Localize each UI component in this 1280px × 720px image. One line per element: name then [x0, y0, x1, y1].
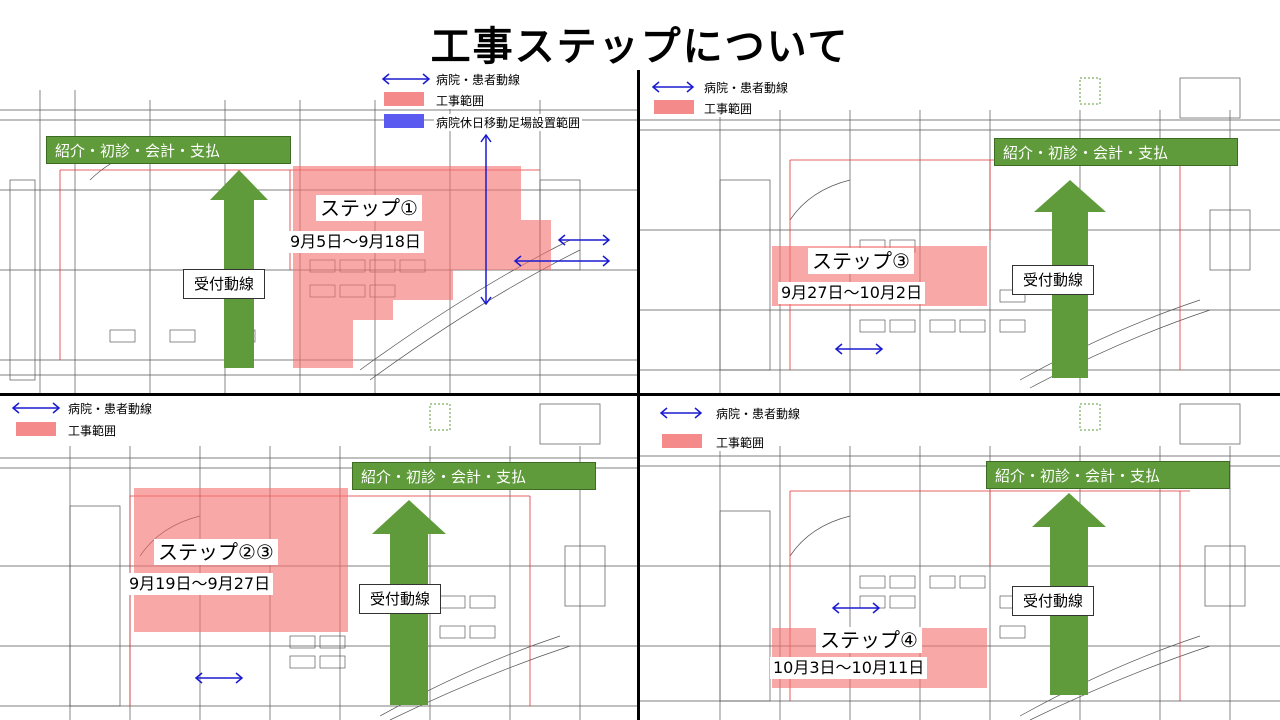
reception-flow-label: 受付動線 [359, 584, 442, 614]
panel-step-3: 病院・患者動線 工事範囲 紹介・初診・会計・支払 ステップ③ 9月27日～10月… [640, 70, 1280, 393]
patient-flow-arrow [557, 234, 611, 246]
step-dates: 9月27日～10月2日 [778, 282, 926, 304]
construction-area [293, 320, 353, 368]
legend-construction-area: 工事範囲 [66, 422, 119, 439]
legend-construction-area: 工事範囲 [434, 92, 487, 109]
panel-step-1: 病院・患者動線 工事範囲 病院休日移動足場設置範囲 紹介・初診・会計・支払 ステ… [0, 70, 637, 393]
step-dates: 9月19日～9月27日 [126, 573, 274, 595]
step-label: ステップ③ [808, 248, 914, 274]
legend-construction-area: 工事範囲 [714, 434, 767, 451]
legend-patient-flow: 病院・患者動線 [66, 400, 155, 417]
reception-flow-label: 受付動線 [183, 269, 266, 299]
legend-construction-swatch [654, 100, 694, 114]
patient-flow-legend-icon [11, 402, 61, 414]
panel-step-4: 病院・患者動線 工事範囲 紹介・初診・会計・支払 ステップ④ 10月3日～10月… [640, 396, 1280, 720]
legend-patient-flow: 病院・患者動線 [434, 71, 523, 88]
info-box-referral-payment: 紹介・初診・会計・支払 [46, 136, 291, 164]
patient-flow-arrow [834, 343, 884, 355]
patient-flow-legend-icon [381, 73, 431, 85]
construction-area [293, 270, 453, 300]
patient-flow-legend-icon [659, 407, 703, 419]
patient-flow-arrow [513, 255, 611, 267]
panel-step-2-3: 病院・患者動線 工事範囲 紹介・初診・会計・支払 ステップ②③ 9月19日～9月… [0, 396, 637, 720]
info-box-referral-payment: 紹介・初診・会計・支払 [994, 138, 1238, 166]
patient-flow-arrow [831, 602, 881, 614]
reception-flow-label: 受付動線 [1012, 586, 1095, 616]
page-title: 工事ステップについて [430, 24, 850, 70]
legend-construction-swatch [384, 92, 424, 106]
floor-plan-drawing [640, 77, 1280, 393]
step-dates: 10月3日～10月11日 [770, 657, 928, 679]
step-label: ステップ④ [816, 627, 922, 653]
step-label: ステップ②③ [154, 539, 278, 565]
step-dates: 9月5日～9月18日 [287, 231, 424, 253]
legend-construction-swatch [662, 434, 702, 448]
patient-flow-legend-icon [651, 81, 695, 93]
legend-scaffold-area: 病院休日移動足場設置範囲 [434, 114, 583, 131]
info-box-referral-payment: 紹介・初診・会計・支払 [352, 462, 596, 490]
info-box-referral-payment: 紹介・初診・会計・支払 [986, 461, 1230, 489]
legend-patient-flow: 病院・患者動線 [702, 79, 791, 96]
horizontal-divider [0, 393, 1280, 396]
patient-flow-arrow [480, 133, 492, 306]
legend-patient-flow: 病院・患者動線 [714, 405, 803, 422]
legend-scaffold-swatch [384, 114, 424, 128]
reception-flow-label: 受付動線 [1012, 265, 1095, 295]
legend-construction-area: 工事範囲 [702, 100, 755, 117]
floor-plan-drawing [640, 403, 1280, 720]
patient-flow-arrow [194, 672, 244, 684]
construction-area [293, 300, 393, 320]
step-label: ステップ① [316, 195, 422, 221]
legend-construction-swatch [16, 422, 56, 436]
